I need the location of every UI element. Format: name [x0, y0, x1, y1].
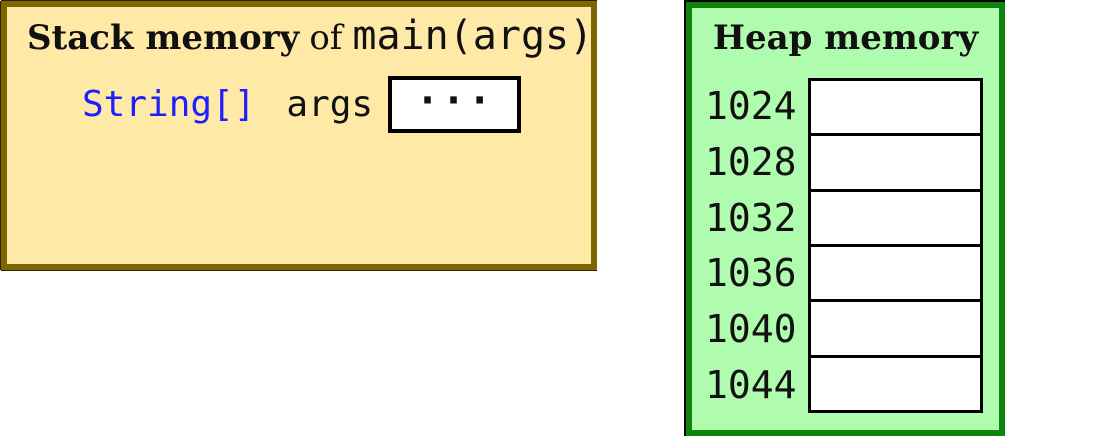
- heap-cell-column: [808, 78, 983, 413]
- heap-address-label: 1032: [705, 195, 797, 240]
- stack-title-label: Stack memory: [27, 18, 300, 58]
- heap-cell: [811, 133, 980, 189]
- stack-title-function: main(args): [352, 13, 594, 59]
- heap-memory-box: Heap memory 1024 1028 1032 1036 1040 1044: [686, 2, 1005, 436]
- heap-cell: [811, 354, 980, 410]
- heap-cell: [811, 81, 980, 134]
- variable-value-slot: ···: [388, 75, 522, 133]
- variable-name: args: [286, 83, 374, 125]
- ellipsis-value: ···: [415, 78, 494, 124]
- heap-address-label: 1044: [705, 363, 797, 408]
- heap-address-label: 1024: [705, 83, 797, 128]
- heap-address-label: 1040: [705, 307, 797, 352]
- variable-type: String[]: [82, 83, 256, 125]
- stack-memory-box: Stack memory of main(args) String[] args…: [1, 1, 597, 270]
- heap-cell: [811, 188, 980, 244]
- heap-address-labels: 1024 1028 1032 1036 1040 1044: [705, 78, 805, 413]
- heap-address-label: 1036: [705, 251, 797, 296]
- heap-address-label: 1028: [705, 139, 797, 184]
- heap-cell: [811, 299, 980, 355]
- heap-title: Heap memory: [712, 18, 979, 58]
- stack-title: Stack memory of main(args): [27, 13, 593, 65]
- stack-variable-row: String[] args ···: [82, 72, 522, 136]
- stack-title-connector: of: [309, 18, 343, 58]
- heap-cell: [811, 243, 980, 300]
